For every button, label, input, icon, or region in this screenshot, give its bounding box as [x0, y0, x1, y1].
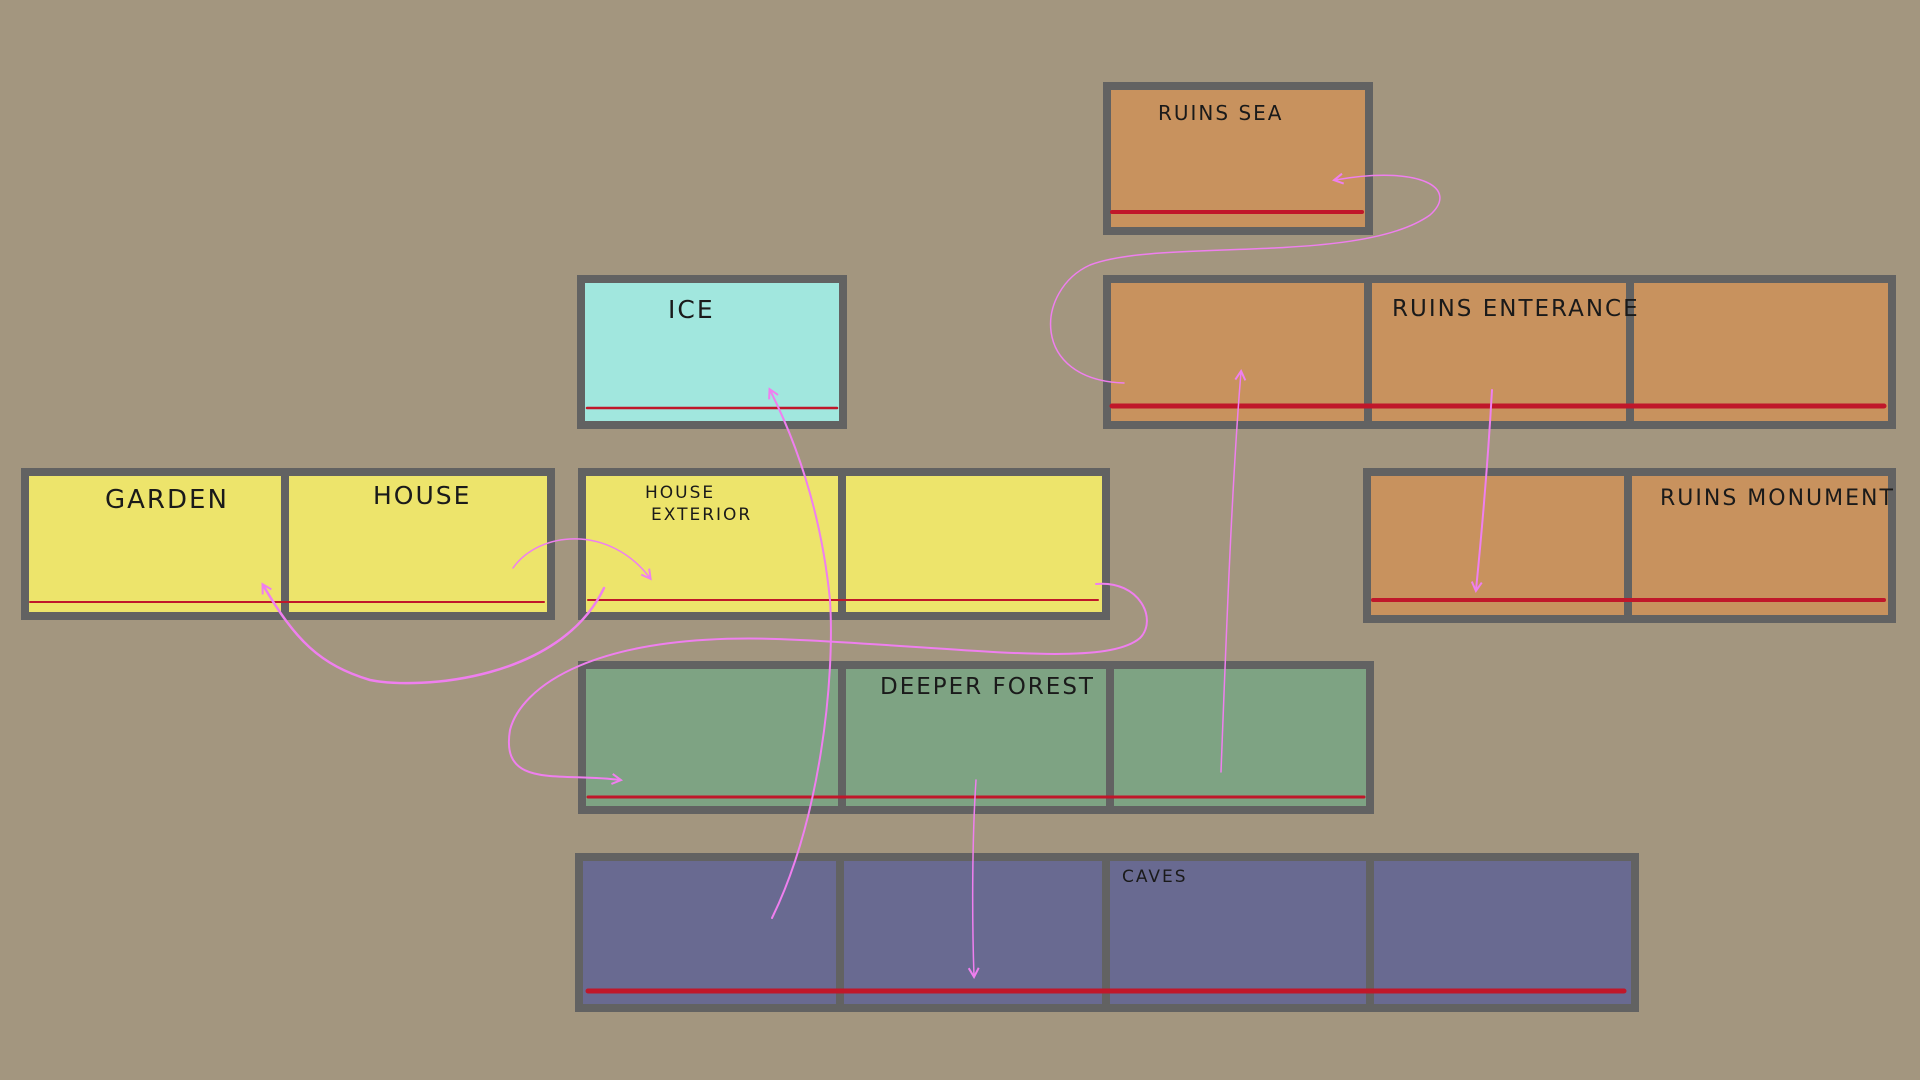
garden-house-block: GARDEN HOUSE: [21, 468, 555, 620]
connection-house-to-house-exterior: [512, 538, 650, 578]
room-house-exterior-b[interactable]: [838, 468, 1110, 620]
caves-block: CAVES: [575, 853, 1639, 1012]
room-ruins-monument-a[interactable]: [1363, 468, 1632, 623]
room-deeper-forest-a[interactable]: [578, 661, 846, 814]
room-ruins-monument-b[interactable]: [1624, 468, 1896, 623]
label-ruins-sea: RUINS SEA: [1158, 101, 1283, 125]
ruins-enterance-block: RUINS ENTERANCE: [1103, 275, 1896, 429]
connection-ruins-enterance-to-ruins-monument: [1476, 389, 1493, 590]
label-caves: CAVES: [1122, 867, 1188, 887]
room-house-exterior-a[interactable]: [578, 468, 846, 620]
room-ruins-sea[interactable]: [1103, 82, 1373, 235]
ruins-sea-block: RUINS SEA: [1103, 82, 1373, 235]
room-ruins-enterance-c[interactable]: [1626, 275, 1896, 429]
room-ruins-enterance-a[interactable]: [1103, 275, 1372, 429]
ruins-monument-block: RUINS MONUMENT: [1363, 468, 1896, 623]
label-ruins-monument: RUINS MONUMENT: [1660, 486, 1895, 511]
label-ruins-enterance: RUINS ENTERANCE: [1392, 296, 1640, 322]
room-caves-a[interactable]: [575, 853, 844, 1012]
house-exterior-block: HOUSE EXTERIOR: [578, 468, 1110, 620]
room-caves-d[interactable]: [1366, 853, 1639, 1012]
room-ice[interactable]: [577, 275, 847, 429]
deeper-forest-block: DEEPER FOREST: [578, 661, 1374, 814]
connection-house-exterior-to-deeper-forest: [507, 582, 1148, 780]
room-ruins-enterance-b[interactable]: [1364, 275, 1634, 429]
label-ice: ICE: [668, 295, 715, 324]
room-garden[interactable]: [21, 468, 289, 620]
label-house: HOUSE: [373, 481, 471, 510]
room-deeper-forest-c[interactable]: [1106, 661, 1374, 814]
label-garden: GARDEN: [105, 485, 229, 515]
connection-caves-to-ice: [770, 390, 832, 919]
label-house-exterior-line2: EXTERIOR: [651, 505, 752, 525]
connection-deeper-forest-to-caves: [973, 779, 976, 976]
connection-deeper-forest-to-ruins-enterance: [1220, 372, 1241, 773]
connections: [263, 175, 1493, 976]
connection-ruins-enterance-to-ruins-sea: [1049, 175, 1441, 384]
label-house-exterior-line1: HOUSE: [645, 483, 715, 503]
room-house[interactable]: [281, 468, 555, 620]
ice-block: ICE: [577, 275, 847, 429]
label-deeper-forest: DEEPER FOREST: [880, 674, 1095, 700]
connection-house-exterior-to-garden: [263, 585, 606, 685]
